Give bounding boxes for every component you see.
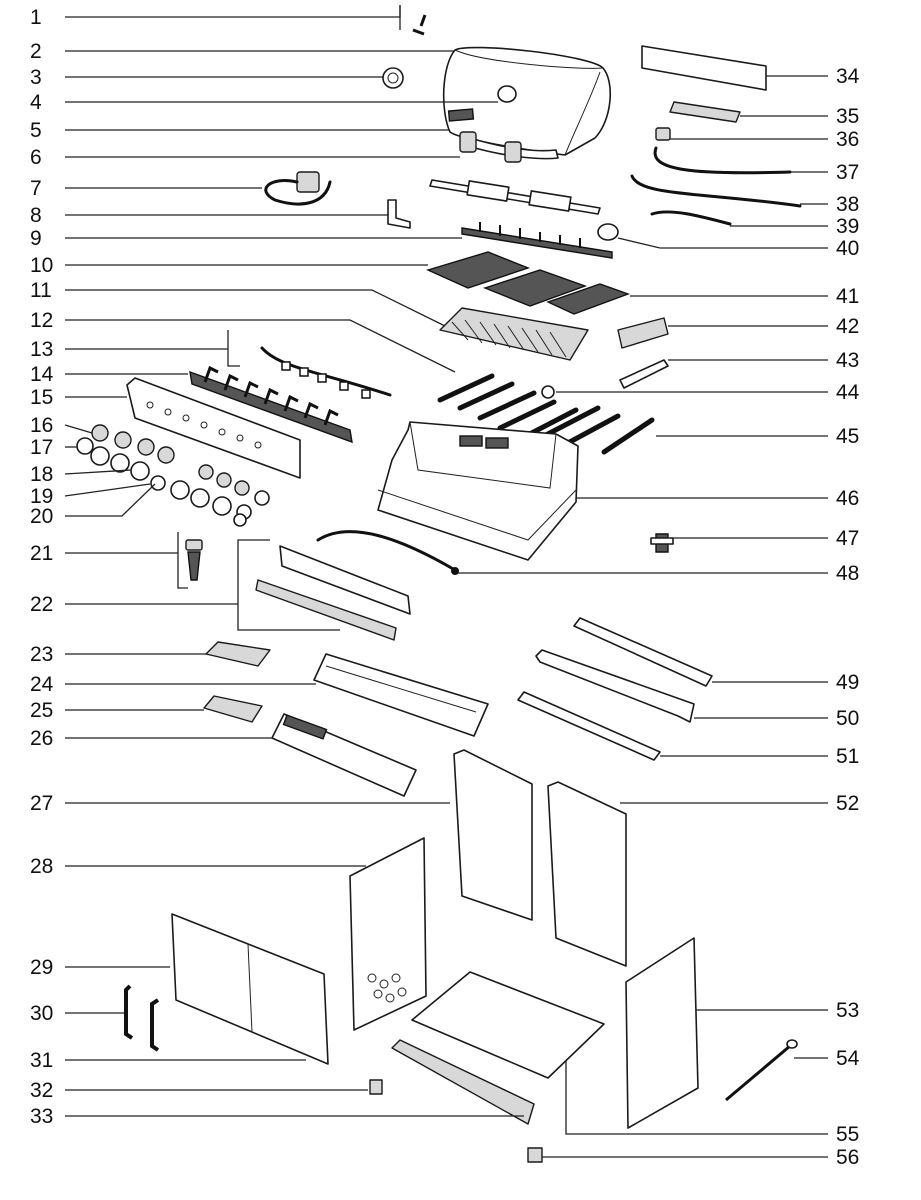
- callout-4: 4: [30, 91, 42, 114]
- part-32-clip: [369, 1079, 383, 1095]
- part-28-side-panel: [349, 837, 427, 1031]
- callout-1: 1: [30, 6, 42, 29]
- callout-21: 21: [30, 542, 53, 565]
- part-6-handle-hinges: [459, 131, 559, 163]
- callout-17: 17: [30, 436, 53, 459]
- callout-47: 47: [836, 527, 859, 550]
- callout-3: 3: [30, 66, 42, 89]
- part-1-screws: [412, 14, 427, 36]
- callout-34: 34: [836, 65, 860, 88]
- callout-13: 13: [30, 338, 53, 361]
- part-27-52-side-panels: [453, 749, 627, 967]
- callout-10: 10: [30, 254, 53, 277]
- callout-48: 48: [836, 562, 859, 585]
- part-9-rotisserie-burner: [429, 179, 619, 259]
- callout-29: 29: [30, 956, 53, 979]
- callout-38: 38: [836, 193, 859, 216]
- callout-49: 49: [836, 671, 859, 694]
- callout-39: 39: [836, 215, 859, 238]
- callout-41: 41: [836, 285, 859, 308]
- callout-45: 45: [836, 425, 859, 448]
- callout-33: 33: [30, 1105, 53, 1128]
- part-54-tool: [725, 1039, 798, 1102]
- callout-22: 22: [30, 593, 53, 616]
- callout-53: 53: [836, 999, 859, 1022]
- part-2-lid: [442, 46, 612, 156]
- callout-31: 31: [30, 1049, 53, 1072]
- callout-14: 14: [30, 363, 54, 386]
- callout-37: 37: [836, 161, 859, 184]
- callout-43: 43: [836, 349, 859, 372]
- callout-8: 8: [30, 204, 42, 227]
- callout-11: 11: [30, 279, 52, 302]
- callout-6: 6: [30, 146, 42, 169]
- callout-42: 42: [836, 315, 859, 338]
- callout-7: 7: [30, 177, 42, 200]
- callout-35: 35: [836, 105, 859, 128]
- callout-55: 55: [836, 1123, 859, 1146]
- callout-9: 9: [30, 227, 42, 250]
- callout-30: 30: [30, 1002, 53, 1025]
- part-42-43-smoker: [617, 317, 669, 389]
- callout-23: 23: [30, 643, 53, 666]
- callout-16: 16: [30, 414, 53, 437]
- part-26-tray: [271, 713, 417, 797]
- callout-2: 2: [30, 40, 42, 63]
- part-illustrations: [76, 14, 802, 1163]
- callouts-left: 1 2 3 4 5 6 7 8 9 10 11 12 13 14 15 16 1…: [30, 6, 54, 1128]
- callout-19: 19: [30, 485, 53, 508]
- part-30-door-handles: [124, 984, 160, 1052]
- part-7-igniter: [264, 171, 332, 206]
- part-47-valve: [650, 533, 674, 553]
- part-10-41-cooking-grates: [426, 251, 631, 315]
- part-34-39-small-parts: [630, 45, 802, 226]
- part-55-bottom-shelf: [411, 971, 605, 1079]
- part-22-rails: [255, 545, 411, 641]
- leader-lines: [64, 5, 828, 1158]
- callout-12: 12: [30, 309, 53, 332]
- callout-46: 46: [836, 487, 859, 510]
- part-29-doors: [171, 913, 329, 1065]
- part-11-flavorizer-bars: [439, 307, 589, 361]
- part-53-side-panel: [625, 937, 699, 1129]
- callout-5: 5: [30, 119, 42, 142]
- callout-15: 15: [30, 386, 53, 409]
- callout-56: 56: [836, 1146, 859, 1169]
- callout-26: 26: [30, 727, 53, 750]
- part-5-nameplate: [447, 108, 475, 122]
- callout-32: 32: [30, 1079, 53, 1102]
- part-56-clip: [527, 1147, 543, 1163]
- callout-27: 27: [30, 792, 53, 815]
- callout-18: 18: [30, 463, 53, 486]
- part-3-lid-knob: [382, 67, 404, 89]
- callout-54: 54: [836, 1047, 860, 1070]
- callout-20: 20: [30, 505, 53, 528]
- part-8-bracket: [387, 199, 411, 229]
- part-23-25-drip-trays: [203, 641, 271, 723]
- callouts-right: 34 35 36 37 38 39 40 41 42 43 44 45 46 4…: [836, 65, 860, 1169]
- callout-52: 52: [836, 792, 859, 815]
- callout-25: 25: [30, 699, 53, 722]
- part-46-cookbox: [377, 421, 579, 561]
- callout-40: 40: [836, 237, 859, 260]
- part-15-control-panel: [126, 377, 301, 479]
- callout-51: 51: [836, 745, 859, 768]
- part-33-front-rail: [391, 1039, 535, 1125]
- part-21-igniter-button: [185, 539, 203, 581]
- part-13-14-manifold: [189, 346, 392, 444]
- part-49-50-51-frame-rails: [517, 617, 713, 761]
- part-16-20-knobs: [76, 424, 270, 527]
- callout-28: 28: [30, 855, 53, 878]
- callout-24: 24: [30, 673, 54, 696]
- callout-44: 44: [836, 381, 860, 404]
- part-44-45-burner-tubes: [437, 373, 655, 455]
- callout-36: 36: [836, 128, 859, 151]
- callout-50: 50: [836, 707, 859, 730]
- part-48-crossover-tube: [316, 530, 459, 575]
- part-24-catch-pan: [313, 653, 489, 737]
- part-4-thermometer: [497, 85, 517, 103]
